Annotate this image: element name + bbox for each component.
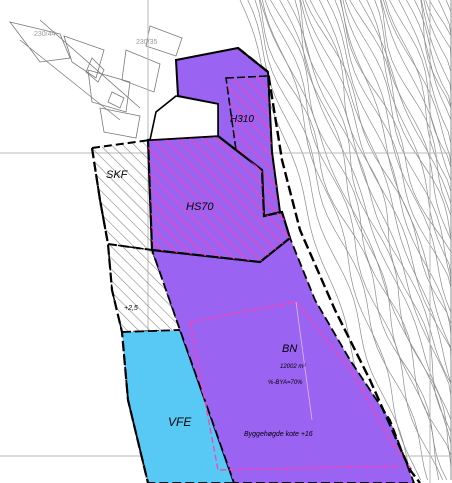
zone-h570-hatch bbox=[148, 136, 290, 262]
label-vfe: VFE bbox=[168, 415, 192, 429]
label-bn-height: Byggehøgde kote +16 bbox=[244, 431, 313, 438]
contour-line bbox=[259, 0, 452, 480]
contour-line bbox=[254, 0, 428, 481]
label-h570: HS70 bbox=[186, 201, 214, 213]
contour-line bbox=[299, 0, 452, 480]
label-bn-area: 12002 m² bbox=[280, 364, 306, 370]
contour-line bbox=[262, 0, 422, 481]
label-h310: H310 bbox=[230, 114, 254, 125]
label-plot-1: 230/44 bbox=[34, 31, 56, 38]
label-spot-elevation: +2,5 bbox=[124, 305, 138, 312]
building-line-south bbox=[189, 321, 403, 471]
contour-line bbox=[264, 0, 444, 481]
zone-spot-area bbox=[107, 243, 182, 333]
zone-bn[interactable] bbox=[150, 236, 415, 483]
contour-line bbox=[309, 0, 452, 480]
plan-boundary-west bbox=[90, 147, 150, 483]
label-bn-utilization: %-BYA=70% bbox=[268, 380, 303, 386]
terrain-contours bbox=[239, 0, 452, 481]
plan-boundary bbox=[237, 47, 421, 483]
contour-line bbox=[294, 0, 440, 481]
contour-line bbox=[259, 0, 448, 481]
existing-buildings bbox=[9, 19, 183, 139]
existing-building-cutout bbox=[148, 95, 219, 141]
label-skf: SKF bbox=[106, 169, 129, 181]
label-plot-2: 230/35 bbox=[136, 39, 158, 46]
label-bn: BN bbox=[282, 343, 297, 355]
contour-line bbox=[279, 0, 452, 480]
